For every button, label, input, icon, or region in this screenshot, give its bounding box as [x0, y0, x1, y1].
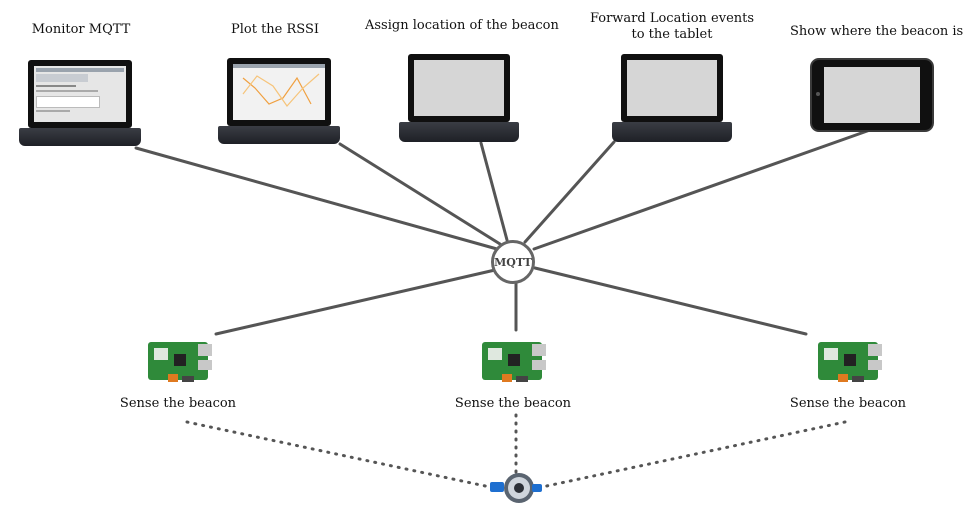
- link-forward-events: [523, 140, 616, 244]
- raspberry-pi-icon: [148, 342, 212, 382]
- sensor-label-right: Sense the beacon: [789, 396, 907, 411]
- laptop-icon: [19, 60, 141, 148]
- link-monitor-mqtt: [134, 146, 499, 251]
- signal-right: [540, 420, 847, 489]
- laptop-icon: [612, 54, 732, 144]
- client-label-monitor: Monitor MQTT: [31, 22, 131, 37]
- blank-screen: [414, 60, 504, 116]
- client-label-tablet: Show where the beacon is: [790, 24, 964, 39]
- raspberry-pi-icon: [818, 342, 882, 382]
- link-sensor-left: [214, 268, 497, 336]
- blank-screen: [627, 60, 717, 116]
- client-label-forward: Forward Location events to the tablet: [589, 11, 755, 42]
- tablet-icon: [810, 58, 934, 132]
- mqtt-broker-node: MQTT: [491, 240, 535, 284]
- laptop-icon: [399, 54, 519, 144]
- raspberry-pi-icon: [482, 342, 546, 382]
- rssi-plot-thumbnail: [233, 64, 325, 107]
- link-tablet: [532, 128, 872, 251]
- beacon-icon: [490, 473, 542, 503]
- sensor-label-left: Sense the beacon: [119, 396, 237, 411]
- rssi-plot-screen: [233, 64, 325, 120]
- monitor-screen: [34, 66, 126, 122]
- mqtt-label: MQTT: [494, 255, 532, 269]
- link-sensor-right: [533, 266, 808, 336]
- client-label-plot: Plot the RSSI: [230, 22, 320, 37]
- laptop-icon: [218, 58, 340, 146]
- signal-left: [185, 420, 492, 489]
- link-assign-location: [479, 141, 509, 242]
- sensor-label-center: Sense the beacon: [454, 396, 572, 411]
- tablet-screen: [824, 67, 920, 123]
- client-label-assign: Assign location of the beacon: [365, 18, 559, 33]
- link-plot-rssi: [338, 142, 502, 246]
